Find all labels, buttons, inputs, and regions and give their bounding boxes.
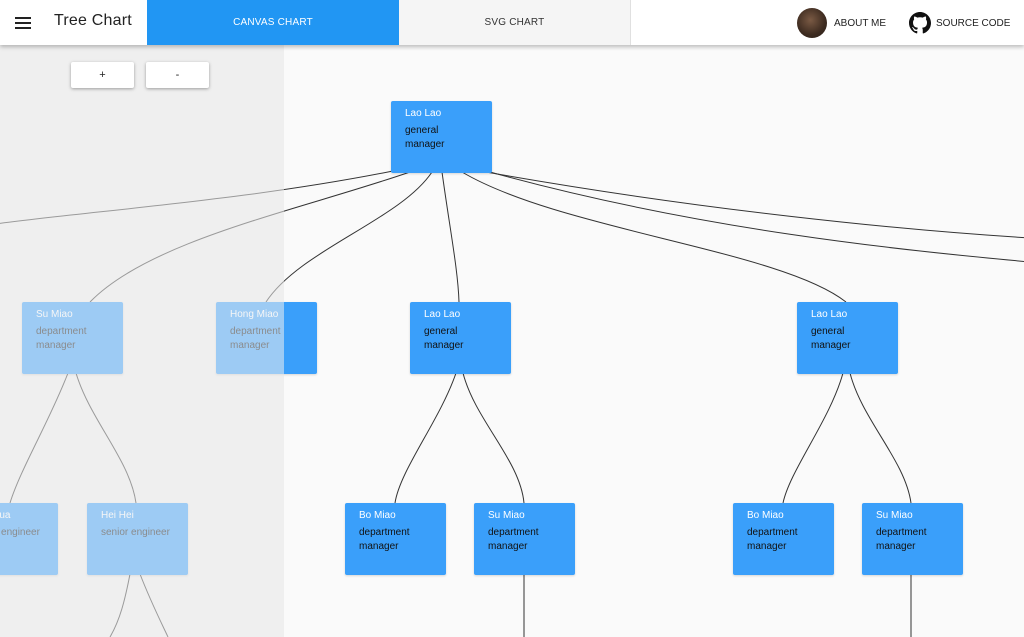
node-name: Bo Miao (359, 510, 396, 521)
node-title: department manager (359, 527, 410, 552)
node-title: department manager (36, 326, 87, 351)
node-name: Hong Miao (230, 309, 279, 320)
node-name: Su Miao (36, 309, 73, 320)
node-title: department manager (876, 527, 927, 552)
node-title: general manager (405, 125, 445, 150)
tree-node[interactable]: Bo Miao department manager (733, 503, 834, 575)
zoom-in-button[interactable]: + (71, 62, 134, 88)
node-title: department manager (230, 326, 281, 351)
avatar (797, 8, 827, 38)
tree-node[interactable]: Hei Hei senior engineer (87, 503, 188, 575)
tree-node[interactable]: Su Miao department manager (22, 302, 123, 374)
tree-node-root[interactable]: Lao Lao general manager (391, 101, 492, 173)
source-code-label: SOURCE CODE (936, 17, 1011, 29)
tree-node[interactable]: Su Miao department manager (862, 503, 963, 575)
top-app-bar: Tree Chart CANVAS CHART SVG CHART ABOUT … (0, 0, 1024, 45)
node-name: Lao Lao (405, 108, 442, 119)
node-title: general manager (424, 326, 464, 351)
about-me-button[interactable]: ABOUT ME (797, 7, 886, 39)
tree-node[interactable]: Su Miao department manager (474, 503, 575, 575)
node-name: Su Miao (876, 510, 913, 521)
node-title: general manager (811, 326, 851, 351)
node-title: senior engineer (101, 527, 170, 538)
about-me-label: ABOUT ME (834, 17, 887, 29)
node-name: Su Miao (488, 510, 525, 521)
node-title: department manager (747, 527, 798, 552)
node-name: Lao Lao (811, 309, 848, 320)
node-name: Hei Hei (101, 510, 134, 521)
tab-svg-chart[interactable]: SVG CHART (399, 0, 631, 45)
tree-node[interactable]: Bo Miao department manager (345, 503, 446, 575)
tree-node[interactable]: Lao Lao general manager (410, 302, 511, 374)
app-title: Tree Chart (54, 12, 132, 29)
zoom-out-button[interactable]: - (146, 62, 209, 88)
tab-canvas-chart[interactable]: CANVAS CHART (147, 0, 399, 45)
node-title: department manager (488, 527, 539, 552)
menu-icon[interactable] (12, 12, 34, 34)
tree-node[interactable]: Hua Hua senior engineer (0, 503, 58, 575)
tree-node[interactable]: Lao Lao general manager (797, 302, 898, 374)
node-name: Hua Hua (0, 510, 11, 521)
tree-node[interactable]: Hong Miao department manager (216, 302, 317, 374)
github-icon (909, 12, 931, 34)
node-name: Bo Miao (747, 510, 784, 521)
node-title: senior engineer (0, 527, 40, 538)
source-code-button[interactable]: SOURCE CODE (909, 11, 1010, 35)
node-name: Lao Lao (424, 309, 461, 320)
